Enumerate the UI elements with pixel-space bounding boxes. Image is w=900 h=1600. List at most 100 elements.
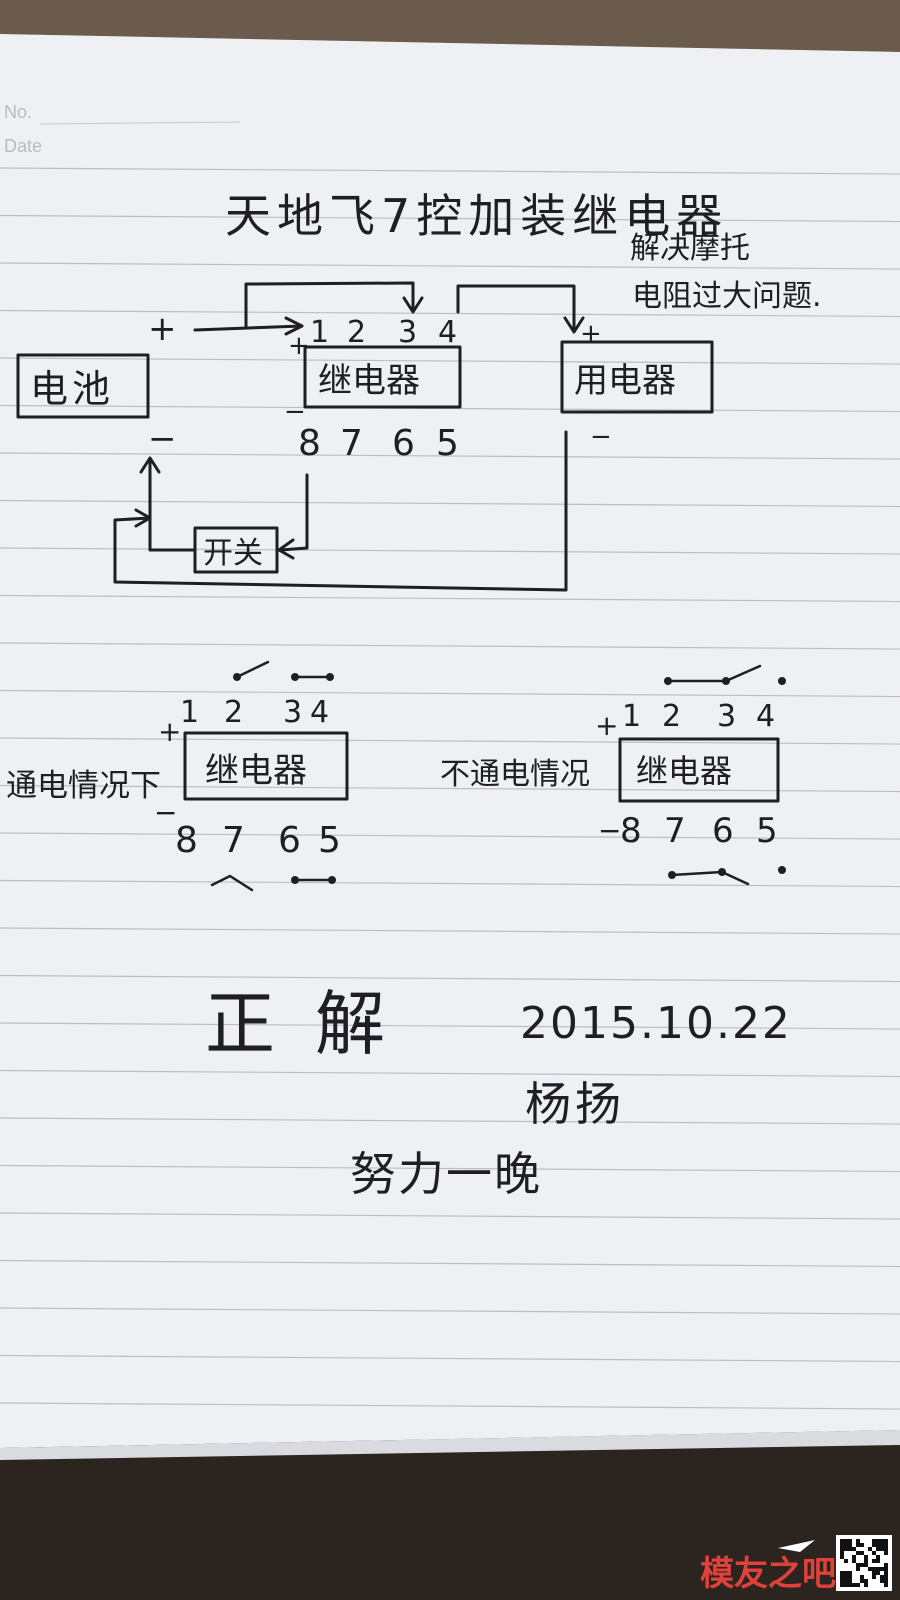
circuit-diagram: 电池 + − 继电器 + − 1 2 3 4 8 7 6 5 用电器 + − 开… — [16, 281, 714, 592]
deenergized-plus: + — [595, 709, 618, 742]
deenergized-relay-label: 继电器 — [636, 752, 732, 790]
relay-plus: + — [288, 331, 310, 361]
arrow-battery-minus — [139, 456, 161, 474]
d-pin-3: 3 — [717, 699, 736, 734]
ruled-line — [0, 452, 900, 460]
correct-answer: 正解 — [205, 983, 425, 1065]
arrow-load-plus — [563, 316, 585, 334]
energized-plus: + — [158, 715, 181, 748]
ruled-line — [0, 689, 900, 698]
e-pin-5: 5 — [318, 820, 341, 861]
e-pin-4: 4 — [310, 695, 329, 730]
arrow-pin3 — [402, 296, 424, 314]
pin-4: 4 — [438, 315, 457, 350]
ruled-line — [0, 1212, 900, 1220]
d-pin-2: 2 — [662, 699, 681, 734]
ruled-line — [0, 784, 900, 793]
header-date: Date — [4, 136, 42, 156]
d-pin-1: 1 — [622, 699, 641, 734]
pin-2: 2 — [347, 315, 366, 350]
wire-pin8-to-switch — [279, 473, 309, 552]
energized-label: 通电情况下 — [6, 768, 161, 804]
battery-label: 电池 — [30, 367, 114, 411]
wire-switch-to-battery — [148, 458, 197, 552]
energized-relay-box — [183, 731, 349, 801]
ruled-line — [0, 879, 900, 888]
relay-pins-bottom: 8 7 6 5 — [298, 423, 459, 464]
ruled-lines — [0, 167, 900, 1410]
ruled-line — [0, 642, 900, 650]
ruled-line — [0, 1259, 900, 1268]
load-box — [560, 340, 714, 414]
deenergized-minus: − — [598, 814, 621, 847]
arrow-pin1 — [284, 316, 304, 336]
e-pin-8: 8 — [175, 820, 198, 861]
e-pin-2: 2 — [224, 695, 243, 730]
signature-name: 杨扬 — [525, 1077, 625, 1131]
deenergized-label: 不通电情况 — [440, 757, 590, 792]
side-note-line2: 电阻过大问题. — [632, 279, 822, 314]
battery-box — [16, 353, 150, 419]
ruled-line — [0, 262, 900, 270]
wire-branch-to-pin3 — [244, 281, 415, 330]
ruled-line — [0, 1022, 900, 1030]
side-note-line1: 解决摩托 — [630, 231, 750, 266]
relay-minus: − — [284, 397, 306, 427]
deenergized-state: 不通电情况 继电器 + − 1 2 3 4 8 7 6 5 — [440, 664, 786, 886]
d-pin-7: 7 — [664, 811, 686, 851]
d-pin-8: 8 — [620, 811, 642, 851]
ruled-line — [0, 1117, 900, 1125]
e-pin-6: 6 — [278, 820, 301, 861]
d-pin-4: 4 — [756, 699, 775, 734]
ruled-line — [0, 357, 900, 365]
energized-state: 通电情况下 继电器 + − 1 2 3 4 8 7 6 5 — [6, 660, 349, 892]
pin-7: 7 — [340, 423, 363, 464]
ruled-line — [0, 832, 900, 840]
battery-plus: + — [148, 309, 177, 349]
ruled-line — [0, 974, 900, 983]
ruled-line — [0, 737, 900, 745]
wire-pin4-to-load — [456, 284, 576, 332]
signature-date: 2015.10.22 — [520, 998, 792, 1049]
page-title: 天地飞7控加装继电器 — [225, 189, 728, 243]
d-pin-6: 6 — [712, 811, 734, 851]
load-plus: + — [580, 319, 602, 349]
pin-1: 1 — [310, 315, 329, 350]
arrow-return — [134, 508, 152, 528]
relay-box — [303, 345, 462, 409]
wires — [113, 281, 585, 592]
pin-5: 5 — [436, 423, 459, 464]
ruled-line — [0, 1164, 900, 1173]
wire-battery-to-pin1 — [193, 324, 304, 332]
deenergized-relay-box — [618, 737, 780, 803]
e-pin-7: 7 — [222, 820, 245, 861]
switch-label: 开关 — [203, 536, 263, 571]
energized-relay-label: 继电器 — [205, 751, 307, 791]
load-label: 用电器 — [574, 361, 676, 401]
d-pin-5: 5 — [756, 811, 778, 851]
ruled-line — [0, 167, 900, 175]
pin-8: 8 — [298, 423, 321, 464]
ruled-line — [0, 1307, 900, 1315]
arrow-switch — [277, 538, 295, 560]
energized-minus: − — [154, 796, 177, 829]
battery-minus: − — [148, 419, 177, 459]
watermark: 模友之吧 — [700, 1535, 892, 1594]
airplane-icon — [778, 1540, 815, 1552]
pin-6: 6 — [392, 423, 415, 464]
qr-code-pattern — [840, 1539, 888, 1587]
ruled-line — [0, 1069, 900, 1078]
notebook-page — [0, 34, 900, 1460]
ruled-line — [0, 309, 900, 318]
relay-pins-top: 1 2 3 4 — [310, 315, 457, 350]
signature-nickname: 努力一晚 — [350, 1147, 542, 1201]
table-surface — [0, 1440, 900, 1600]
e-pin-1: 1 — [180, 695, 199, 730]
ruled-line — [0, 1402, 900, 1410]
ruled-line — [0, 214, 900, 223]
watermark-brand: 模友之吧 — [700, 1554, 836, 1594]
load-minus: − — [590, 422, 612, 452]
e-pin-3: 3 — [283, 695, 302, 730]
wire-load-return — [113, 430, 568, 592]
